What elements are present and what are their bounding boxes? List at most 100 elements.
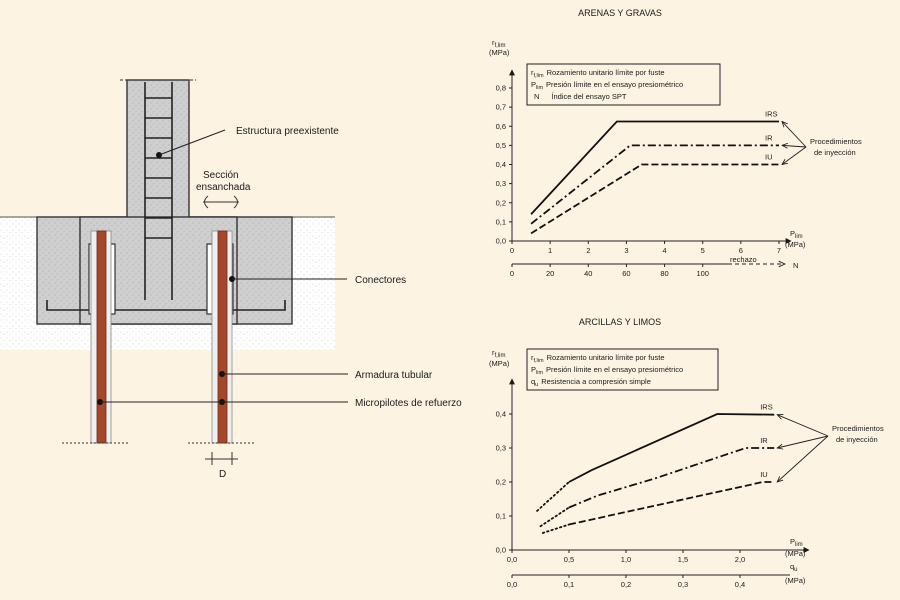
chart1-ytick-label-4: 0,4 (496, 160, 506, 169)
chart2-sec-tick-label-4: 0,4 (735, 580, 745, 589)
chart2-annot-arrow-irs (777, 415, 829, 437)
chart2-ytick-label-0: 0,0 (496, 546, 506, 555)
chart1-annot-arrow-irs (782, 121, 807, 148)
chart1-rechazo: rechazo (730, 255, 757, 264)
chart2-series-irs (568, 413, 775, 483)
chart1-title: ARENAS Y GRAVAS (578, 8, 662, 18)
chart2-xtick-label-4: 2,0 (735, 555, 745, 564)
chart1-xtick-label-0: 0 (510, 246, 514, 255)
column-rebar-cage (144, 82, 173, 300)
seccion-label-2: ensanchada (196, 182, 251, 193)
diameter-label: D (219, 469, 226, 480)
label-estructura: Estructura preexistente (236, 126, 339, 137)
chart1-sec-tick-label-1: 20 (546, 269, 554, 278)
chart2-series-irs-dotted (536, 481, 570, 512)
chart1-xlabel-unit: (MPa) (785, 240, 806, 249)
chart2-series-label-irs: IRS (760, 403, 773, 412)
chart2-series-ir-dotted (539, 506, 570, 528)
chart2-qu-unit: (MPa) (785, 576, 806, 585)
chart1-xtick-label-6: 6 (739, 246, 743, 255)
chart2-annot-arrow-iu (777, 435, 829, 482)
chart2-sec-tick-label-2: 0,2 (621, 580, 631, 589)
chart1-n-label: N (793, 261, 798, 270)
leader-estructura (158, 129, 226, 156)
chart1-xtick-label-3: 3 (624, 246, 628, 255)
chart2-ylabel-unit: (MPa) (489, 359, 510, 368)
label-armadura: Armadura tubular (355, 370, 433, 381)
label-micropilotes: Micropilotes de refuerzo (355, 398, 462, 409)
seccion-dim-left (204, 195, 209, 209)
chart2-annot-2: de inyección (836, 435, 878, 444)
chart1-series-label-irs: IRS (765, 109, 778, 118)
chart1-xlabel: Plim (790, 229, 803, 240)
chart2-sec-tick-label-1: 0,1 (564, 580, 574, 589)
chart1-sec-tick-label-5: 100 (696, 269, 709, 278)
reinforcement-diagram: D Sección ensanchada Estructura preexist… (0, 79, 462, 480)
chart2-ytick-label-3: 0,3 (496, 444, 506, 453)
chart1-xtick-label-4: 4 (662, 246, 666, 255)
chart1-ylabel: rf,lim (492, 38, 506, 49)
chart2-ytick-label-1: 0,1 (496, 512, 506, 521)
chart1-ytick-label-2: 0,2 (496, 198, 506, 207)
chart2-xtick-label-0: 0,0 (507, 555, 517, 564)
chart1-xtick-label-1: 1 (548, 246, 552, 255)
chart1-sec-tick-label-0: 0 (510, 269, 514, 278)
chart1-sec-tick-label-2: 40 (584, 269, 592, 278)
chart1-ytick-label-1: 0,1 (496, 217, 506, 226)
footing-rebar (46, 300, 286, 311)
chart2-xtick-label-2: 1,0 (621, 555, 631, 564)
chart2-qu-label: qu (790, 562, 798, 573)
existing-column (126, 79, 190, 221)
seccion-dim-right (233, 195, 238, 209)
chart2-legend-box (526, 348, 719, 391)
chart2-xlabel-unit: (MPa) (785, 549, 806, 558)
chart2-ytick-label-2: 0,2 (496, 478, 506, 487)
label-conectores: Conectores (355, 275, 406, 286)
chart2-ylabel: rf,lim (492, 348, 506, 359)
chart1-ylabel-unit: (MPa) (489, 48, 510, 57)
chart1-annot-2: de inyección (814, 148, 856, 157)
chart2-series-iu (568, 481, 775, 526)
chart2-series-label-iu: IU (760, 470, 768, 479)
chart1-series-iu (530, 163, 779, 235)
chart1-ytick-label-5: 0,5 (496, 141, 506, 150)
seccion-label-1: Sección (203, 170, 239, 181)
micropile-left-core (96, 230, 107, 444)
chart1-sec-tick-label-4: 80 (660, 269, 668, 278)
chart2-annot-arrow-ir (777, 435, 829, 448)
chart2-series-iu-dotted (541, 523, 570, 534)
chart1-ytick-label-8: 0,8 (496, 84, 506, 93)
chart2-title: ARCILLAS Y LIMOS (579, 317, 661, 327)
chart1-ytick-label-0: 0,0 (496, 237, 506, 246)
chart2-ytick-label-4: 0,4 (496, 410, 506, 419)
chart2-sec-tick-label-3: 0,3 (678, 580, 688, 589)
micropile-right-core (217, 230, 228, 444)
chart2-annot-1: Procedimientos (832, 424, 884, 433)
chart1-annot-arrow-iu (782, 146, 807, 165)
chart2-xtick-label-3: 1,5 (678, 555, 688, 564)
chart2-xtick-label-1: 0,5 (564, 555, 574, 564)
chart1-sec-tick-label-3: 60 (622, 269, 630, 278)
chart1-xtick-label-7: 7 (777, 246, 781, 255)
chart2-series-label-ir: IR (760, 436, 768, 445)
chart1-series-label-ir: IR (765, 133, 773, 142)
chart2-xlabel: Plim (790, 537, 803, 548)
chart1-series-irs (530, 120, 779, 215)
chart1-ytick-label-6: 0,6 (496, 122, 506, 131)
chart1-xtick-label-2: 2 (586, 246, 590, 255)
chart1-annot-arrow-ir (782, 145, 807, 147)
chart1-legend-box (526, 63, 721, 106)
chart1-ytick-label-3: 0,3 (496, 179, 506, 188)
chart1-ytick-label-7: 0,7 (496, 103, 506, 112)
chart1-series-label-iu: IU (765, 153, 773, 162)
chart1-xtick-label-5: 5 (701, 246, 705, 255)
chart2-series-ir (568, 447, 775, 509)
